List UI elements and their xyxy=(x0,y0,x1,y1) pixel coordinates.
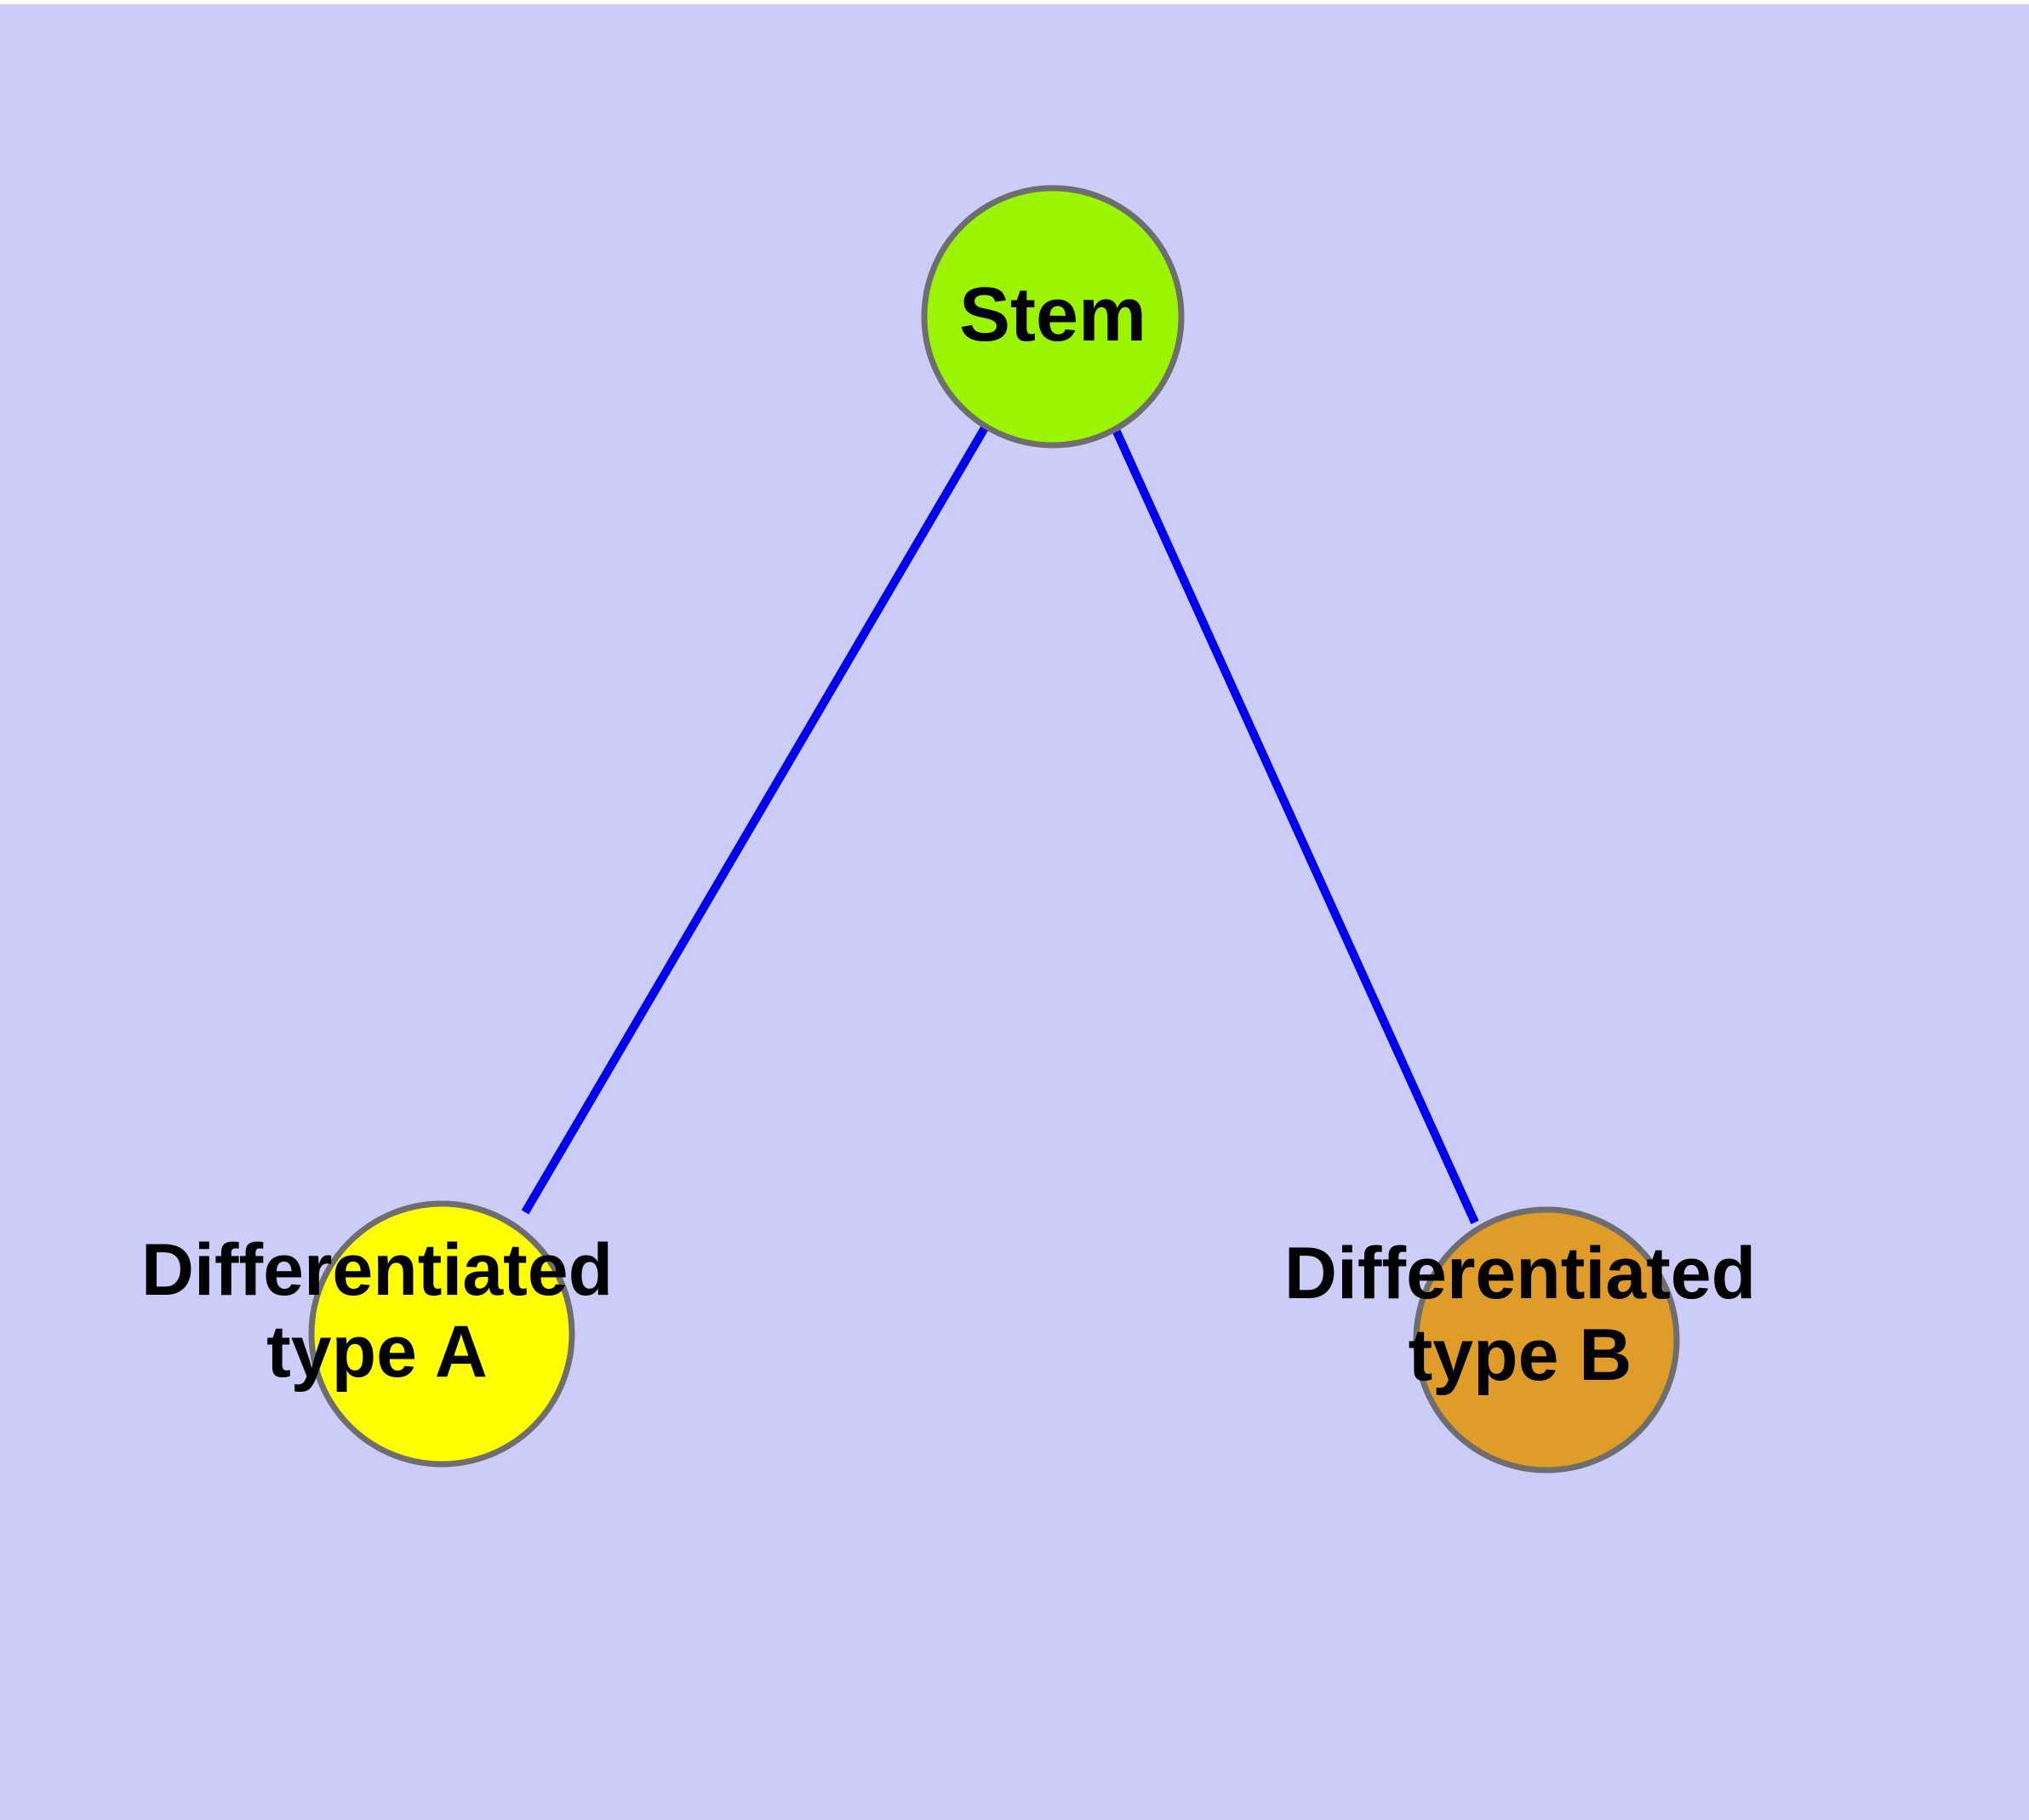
node-circle-diff-b[interactable] xyxy=(1413,1206,1680,1474)
node-label-line: Differentiated xyxy=(141,1229,613,1311)
node-label-line: Differentiated xyxy=(1284,1233,1756,1314)
graph-edge-stem-to-diff-a xyxy=(521,424,990,1215)
graph-node-diff-a[interactable] xyxy=(308,1200,575,1468)
node-label-line: Stem xyxy=(959,272,1146,358)
node-label-line: type B xyxy=(1409,1314,1632,1396)
graph-edge-stem-to-diff-b xyxy=(1112,429,1479,1225)
node-circle-diff-a[interactable] xyxy=(308,1200,575,1468)
node-label-line: type A xyxy=(266,1311,488,1393)
edges-group xyxy=(521,424,1479,1225)
graph-node-diff-b[interactable] xyxy=(1413,1206,1680,1474)
graph-node-stem[interactable] xyxy=(921,185,1185,449)
node-circle-stem[interactable] xyxy=(921,185,1185,449)
node-label-stem: Stem xyxy=(959,272,1146,358)
